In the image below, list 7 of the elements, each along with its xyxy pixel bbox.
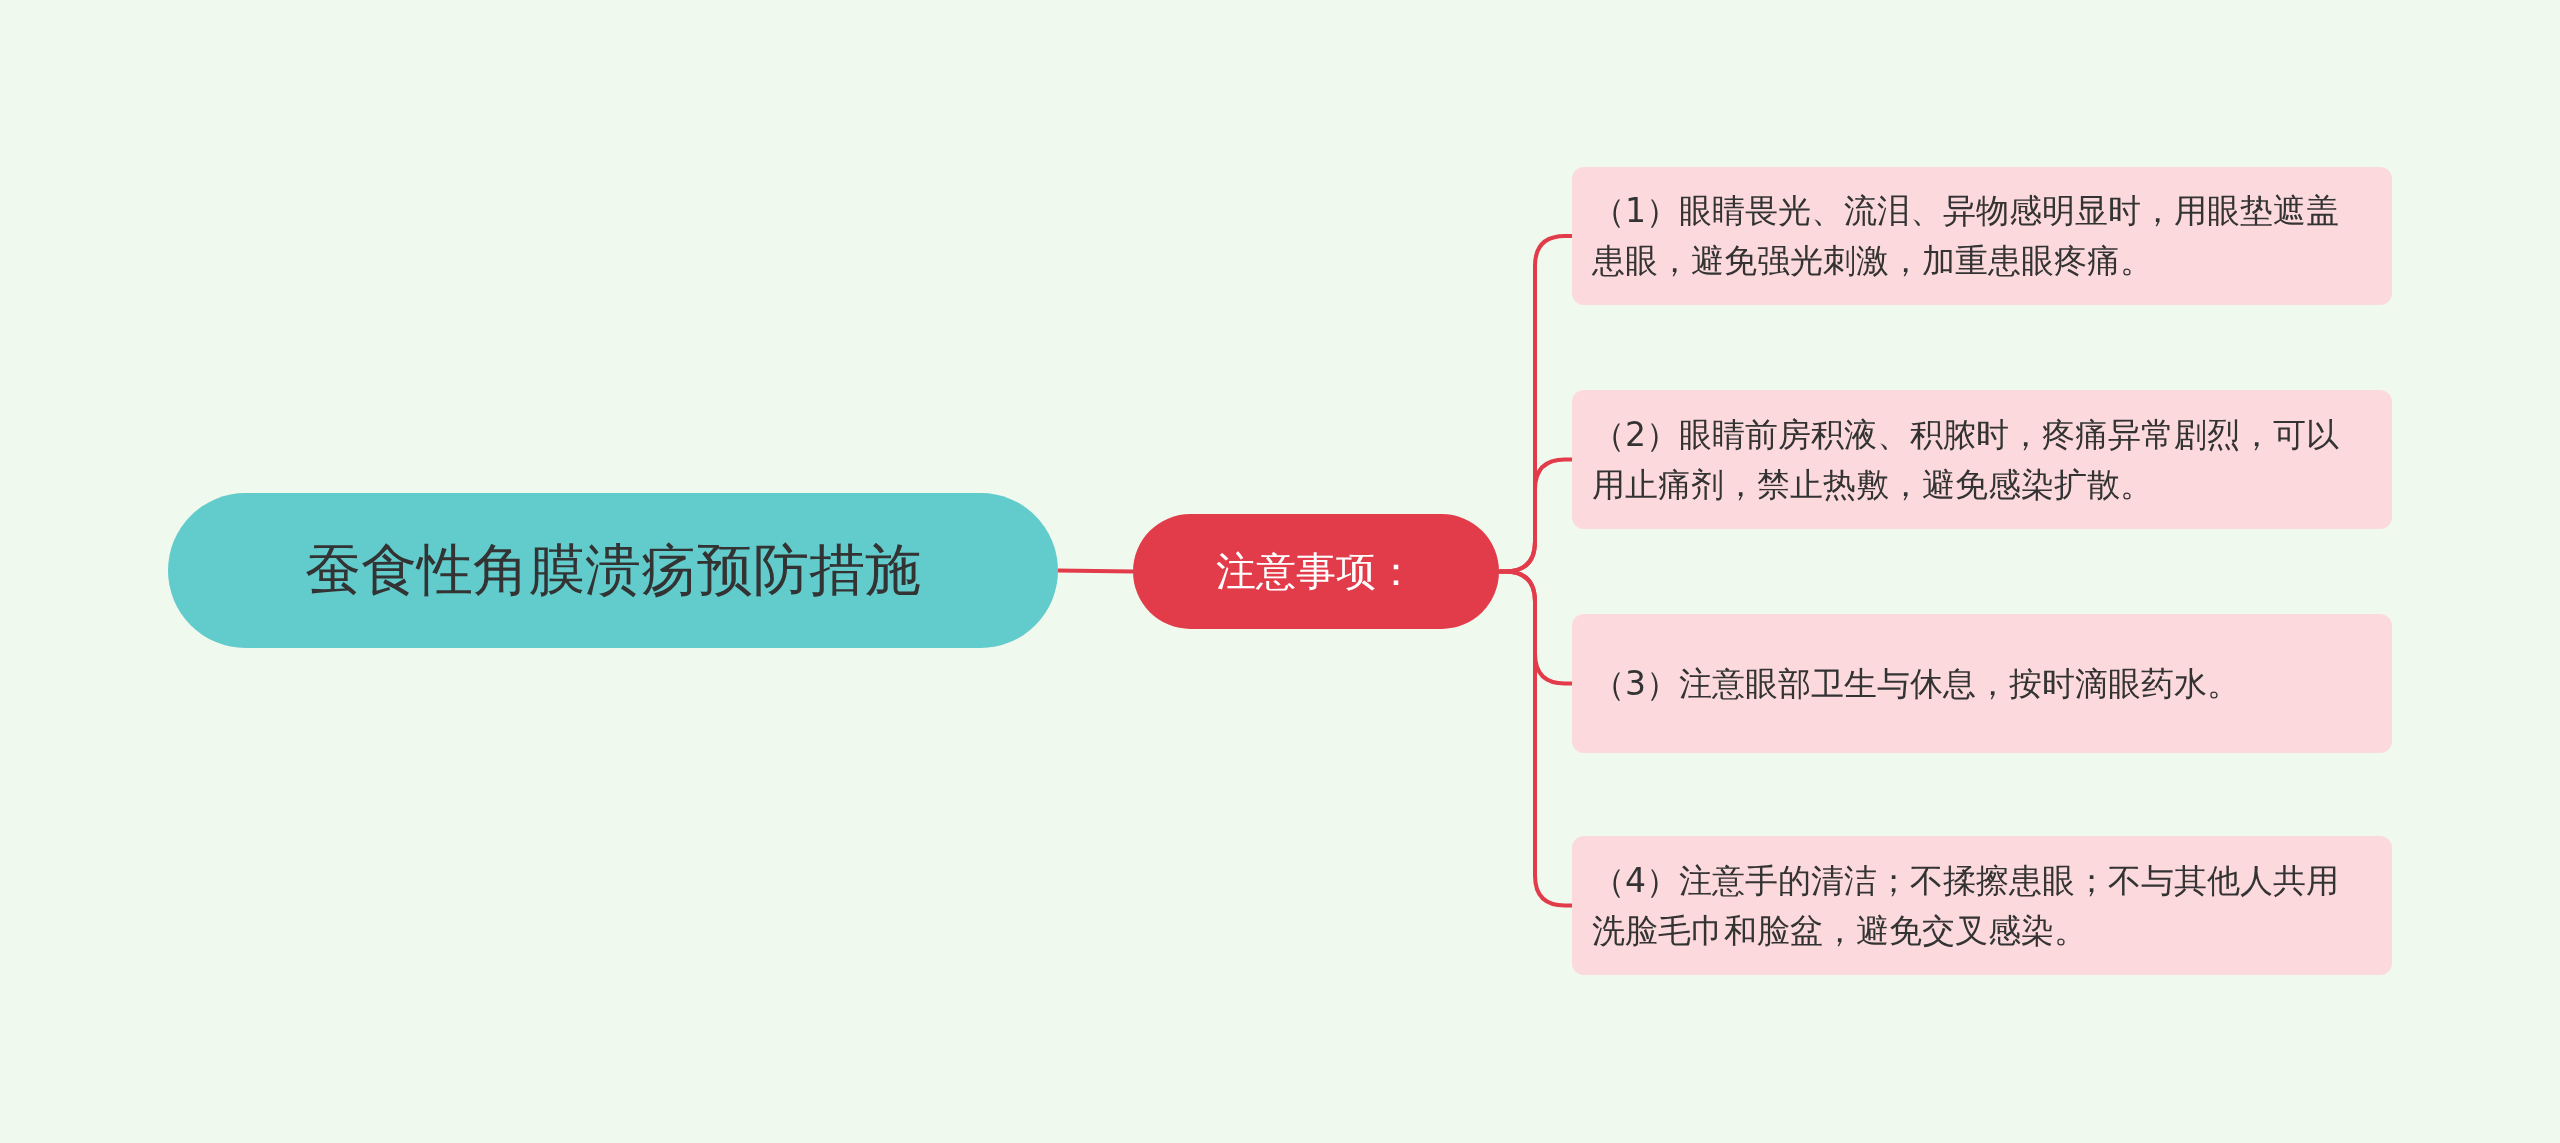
note-card: （2）眼睛前房积液、积脓时，疼痛异常剧烈，可以用止痛剂，禁止热敷，避免感染扩散。 [1572,390,2392,529]
note-card: （1）眼睛畏光、流泪、异物感明显时，用眼垫遮盖患眼，避免强光刺激，加重患眼疼痛。 [1572,167,2392,305]
connector-line [1057,568,1134,574]
note-card: （3）注意眼部卫生与休息，按时滴眼药水。 [1572,614,2392,753]
topic-pill: 蚕食性角膜溃疡预防措施 [168,493,1058,648]
subtopic-pill: 注意事项： [1133,514,1499,629]
note-card: （4）注意手的清洁；不揉擦患眼；不与其他人共用洗脸毛巾和脸盆，避免交叉感染。 [1572,836,2392,975]
